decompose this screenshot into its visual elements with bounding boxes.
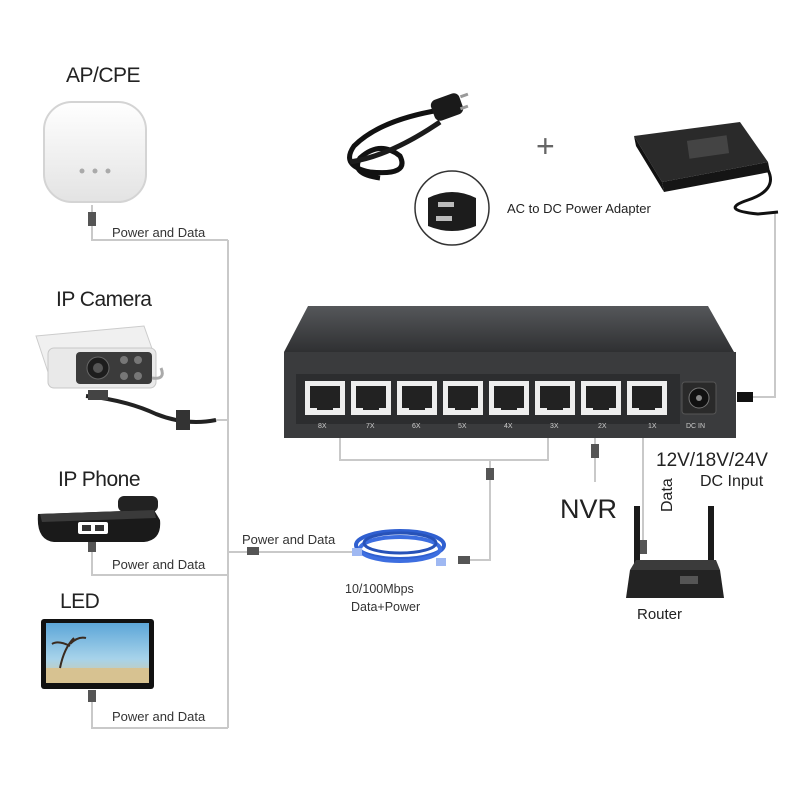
connector-plug — [458, 556, 470, 564]
port-label-8: 8X — [318, 423, 327, 430]
port-label-7: 7X — [366, 423, 375, 430]
rj45-port — [397, 381, 437, 415]
rj45-port — [489, 381, 529, 415]
rj45-port — [535, 381, 575, 415]
power-adapter-icon — [634, 122, 779, 216]
data-power-label: Data+Power — [351, 600, 421, 614]
led-monitor-icon — [41, 619, 154, 689]
connector-plug — [639, 540, 647, 554]
poe-switch — [284, 306, 736, 438]
camera-device-icon — [35, 325, 217, 430]
ap-device-icon — [43, 101, 147, 203]
router-device-icon — [626, 506, 724, 598]
plug-closeup-icon — [414, 170, 490, 246]
dc-input-label: DC Input — [700, 473, 764, 490]
port-label-1: 1X — [648, 423, 657, 430]
rj45-port — [305, 381, 345, 415]
ports-join-wire — [339, 428, 549, 461]
dc-in-jack — [681, 381, 717, 415]
connector-plug — [591, 444, 599, 458]
switch-ports — [305, 381, 667, 415]
ap-title: AP/CPE — [66, 64, 141, 87]
connector-plug — [88, 690, 96, 702]
led-wire — [91, 696, 228, 729]
power-cord-icon — [347, 92, 469, 181]
ap-power-data-label: Power and Data — [112, 225, 206, 240]
port-label-2: 2X — [598, 423, 607, 430]
led-title: LED — [60, 590, 100, 613]
port-label-5: 5X — [458, 423, 467, 430]
dc-in-label: DC IN — [686, 423, 706, 430]
connector-plug — [486, 468, 494, 480]
port-label-3: 3X — [550, 423, 559, 430]
led-power-data-label: Power and Data — [112, 709, 206, 724]
dc-plug — [737, 392, 753, 402]
connector-plug — [88, 540, 96, 552]
port-label-6: 6X — [412, 423, 421, 430]
ports-to-cable-wire — [465, 460, 491, 561]
connector-plug — [88, 212, 96, 226]
rj45-port — [351, 381, 391, 415]
speed-label: 10/100Mbps — [345, 582, 414, 596]
phone-power-data-label: Power and Data — [112, 557, 206, 572]
phone-wire — [91, 548, 228, 576]
port-label-4: 4X — [504, 423, 513, 430]
blue-ethernet-cable-icon — [352, 529, 446, 566]
rj45-port — [443, 381, 483, 415]
connector-plug — [247, 547, 259, 555]
phone-device-icon — [37, 496, 161, 542]
rj45-port — [581, 381, 621, 415]
rj45-port — [627, 381, 667, 415]
camera-title: IP Camera — [56, 288, 152, 311]
router-title: Router — [637, 606, 683, 623]
voltage-label: 12V/18V/24V — [656, 450, 768, 471]
cable-power-data-label: Power and Data — [242, 532, 336, 547]
power-wire — [745, 212, 776, 398]
nvr-title: NVR — [560, 494, 618, 524]
phone-title: IP Phone — [58, 468, 141, 491]
adapter-label: AC to DC Power Adapter — [507, 201, 651, 216]
plus-sign: + — [536, 128, 555, 164]
